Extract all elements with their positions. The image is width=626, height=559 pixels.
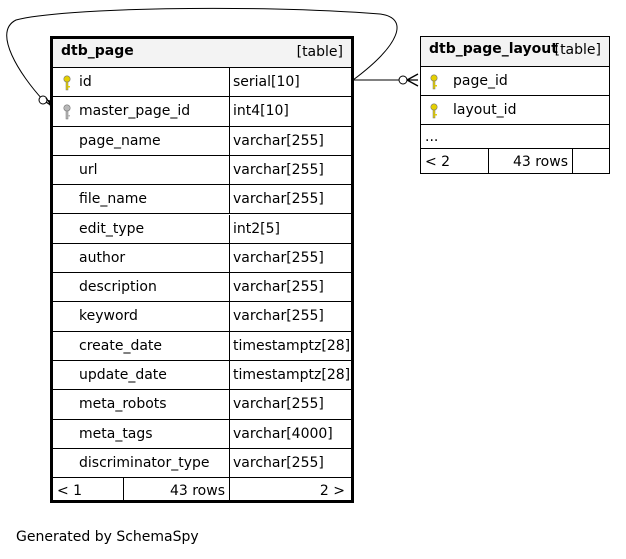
column-row[interactable]: url varchar[255] (53, 155, 351, 186)
more-columns-ellipsis: ... (425, 129, 439, 145)
primary-key-icon (430, 103, 438, 119)
column-type: varchar[255] (233, 249, 324, 266)
table-name: dtb_page (61, 43, 134, 59)
column-type: varchar[255] (233, 132, 324, 149)
table-type-label: [table] (554, 42, 601, 58)
column-name: layout_id (453, 102, 517, 118)
page-layout-optional-marker (398, 75, 408, 85)
column-type: varchar[255] (233, 308, 324, 325)
parents-link[interactable]: < 2 (425, 154, 451, 170)
column-type: varchar[4000] (233, 425, 333, 442)
column-row[interactable]: page_name varchar[255] (53, 126, 351, 156)
primary-key-icon (430, 74, 438, 90)
table-footer: < 1 43 rows 2 > (53, 478, 351, 500)
column-row[interactable]: meta_tags varchar[4000] (53, 419, 351, 449)
column-name: author (79, 249, 126, 266)
self-reference-optional-marker (38, 95, 48, 105)
column-type: varchar[255] (233, 279, 324, 296)
column-name: page_name (79, 132, 161, 149)
column-row[interactable]: layout_id (421, 96, 609, 125)
column-type: timestamptz[28] (233, 367, 351, 383)
column-separator (229, 155, 230, 185)
column-separator (229, 302, 230, 331)
column-row[interactable]: id serial[10] (53, 68, 351, 98)
column-type: serial[10] (233, 74, 300, 90)
column-row[interactable]: file_name varchar[255] (53, 185, 351, 215)
row-count: 43 rows (169, 483, 225, 500)
table-name: dtb_page_layout (429, 41, 558, 57)
table-dtb-page-layout[interactable]: dtb_page_layout[table] page_id layout_id..… (420, 36, 610, 174)
column-separator (229, 97, 230, 126)
more-columns-row: ... (421, 125, 609, 149)
column-name: description (79, 279, 157, 296)
column-row[interactable]: meta_robots varchar[255] (53, 390, 351, 420)
footer-separator (572, 149, 573, 173)
column-name: keyword (79, 308, 138, 325)
column-separator (229, 331, 230, 360)
column-type: timestamptz[28] (233, 337, 351, 354)
column-name: update_date (79, 367, 167, 383)
table-dtb-page[interactable]: dtb_page [table] id serial[10] master_page_i… (50, 36, 354, 503)
column-separator (229, 243, 230, 273)
column-separator (229, 273, 230, 302)
column-separator (229, 390, 230, 419)
column-name: discriminator_type (79, 454, 210, 471)
column-separator (229, 214, 230, 243)
column-separator (229, 185, 230, 214)
column-name: url (79, 161, 98, 178)
column-type: int2[5] (233, 220, 280, 237)
column-row[interactable]: create_date timestamptz[28] (53, 331, 351, 361)
foreign-key-icon (63, 104, 71, 120)
column-row[interactable]: page_id (421, 67, 609, 96)
column-name: create_date (79, 337, 163, 354)
self-reference-edge (6, 7, 398, 101)
column-name: master_page_id (79, 103, 191, 120)
page-layout-crowfoot (406, 73, 419, 87)
table-type-label: [table] (296, 44, 343, 60)
footer-separator (123, 478, 124, 500)
column-row[interactable]: keyword varchar[255] (53, 302, 351, 332)
table-header: dtb_page [table] (53, 39, 351, 68)
footer-separator (488, 149, 489, 173)
generated-by-note: Generated by SchemaSpy (16, 529, 199, 545)
parents-link[interactable]: < 1 (57, 483, 83, 500)
column-type: varchar[255] (233, 191, 324, 208)
children-link[interactable]: 2 > (319, 483, 345, 500)
column-separator (229, 126, 230, 155)
column-row[interactable]: edit_type int2[5] (53, 214, 351, 244)
table-header: dtb_page_layout[table] (421, 37, 609, 67)
column-row[interactable]: discriminator_type varchar[255] (53, 448, 351, 479)
column-type: varchar[255] (233, 161, 324, 178)
column-row[interactable]: update_date timestamptz[28] (53, 361, 351, 391)
column-type: varchar[255] (233, 454, 324, 471)
column-type: varchar[255] (233, 396, 324, 413)
column-type: int4[10] (233, 103, 289, 120)
column-separator (229, 448, 230, 478)
row-count: 43 rows (512, 154, 568, 170)
column-name: meta_robots (79, 396, 167, 413)
column-name: file_name (79, 191, 148, 208)
column-row[interactable]: description varchar[255] (53, 273, 351, 303)
footer-separator (229, 478, 230, 500)
column-separator (229, 68, 230, 97)
primary-key-icon (63, 75, 71, 91)
column-separator (229, 361, 230, 390)
table-footer: < 2 43 rows (421, 149, 609, 173)
column-separator (229, 419, 230, 448)
column-row[interactable]: master_page_id int4[10] (53, 97, 351, 127)
column-row[interactable]: author varchar[255] (53, 243, 351, 274)
column-name: meta_tags (79, 425, 153, 442)
column-name: page_id (453, 73, 508, 89)
column-name: edit_type (79, 220, 145, 237)
column-name: id (79, 74, 92, 90)
